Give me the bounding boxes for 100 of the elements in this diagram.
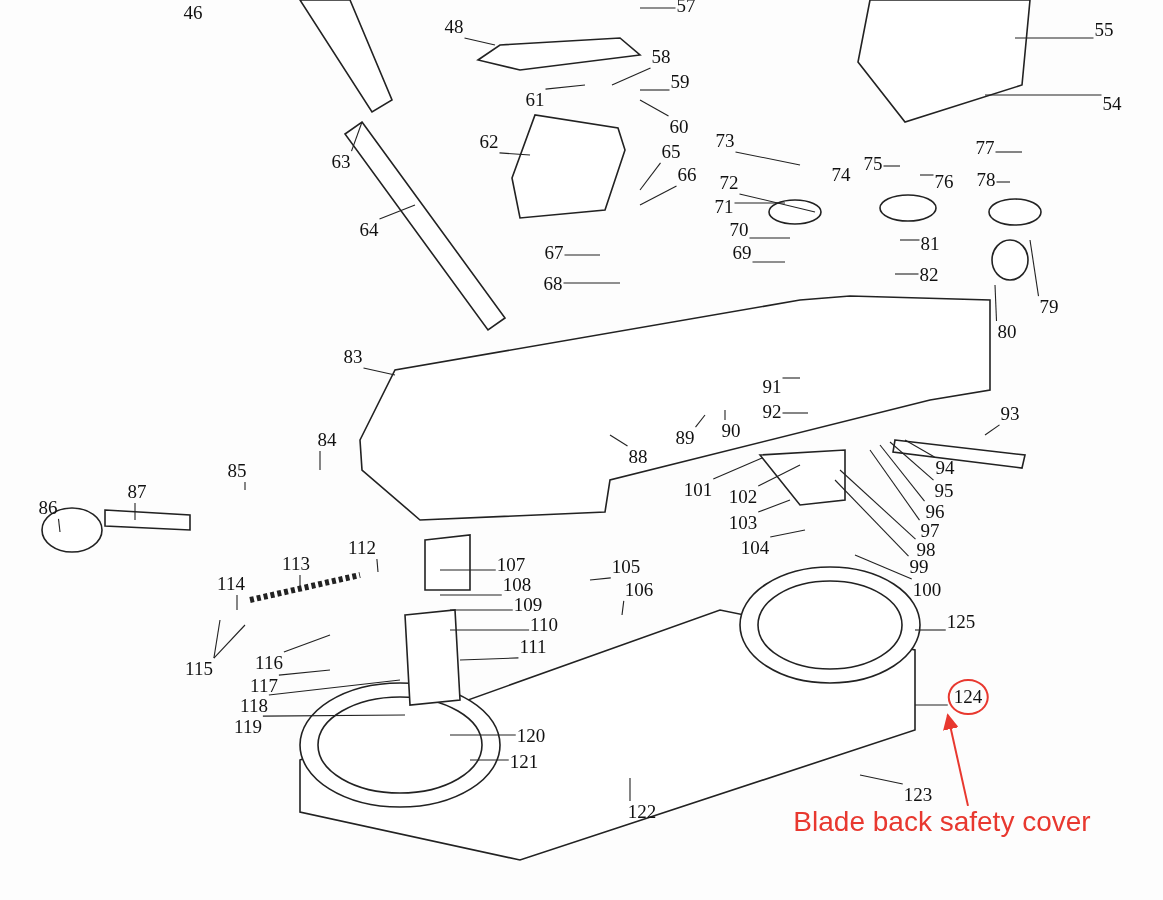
- leader-line: [439, 569, 497, 571]
- callout-number: 113: [281, 553, 311, 575]
- callout-number: 123: [902, 784, 934, 806]
- leader-line: [914, 704, 949, 706]
- leader-line: [639, 99, 670, 117]
- leader-line: [757, 464, 801, 487]
- leader-line: [236, 594, 238, 611]
- callout-number: 96: [924, 501, 946, 523]
- leader-line: [350, 121, 363, 152]
- leader-line: [751, 261, 786, 263]
- callout-number: 77: [974, 137, 996, 159]
- callout-number: 107: [495, 554, 527, 576]
- leader-line: [882, 165, 901, 167]
- leader-line: [724, 409, 726, 421]
- leader-line: [1029, 239, 1040, 297]
- callout-number: 111: [518, 636, 548, 658]
- callout-number: 125: [945, 611, 977, 633]
- callout-number: 46: [182, 2, 204, 24]
- callout-number: 54: [1101, 93, 1123, 115]
- leader-line: [769, 529, 806, 538]
- callout-number: 121: [508, 751, 540, 773]
- callout-number: 63: [330, 151, 352, 173]
- callout-number: 89: [674, 427, 696, 449]
- leader-line: [611, 67, 652, 86]
- leader-line: [919, 174, 935, 176]
- callout-number: 117: [249, 675, 279, 697]
- leader-line: [449, 734, 517, 736]
- callout-number: 119: [233, 716, 263, 738]
- leader-line: [894, 273, 920, 275]
- leader-line: [639, 162, 662, 191]
- leader-line: [984, 94, 1103, 96]
- leader-line: [544, 84, 586, 90]
- callout-number: 108: [501, 574, 533, 596]
- callout-number: 90: [720, 420, 742, 442]
- leader-line: [244, 481, 246, 491]
- callout-number: 71: [713, 196, 735, 218]
- callout-number: 60: [668, 116, 690, 138]
- callout-number: 103: [727, 512, 759, 534]
- callout-number: 67: [543, 242, 565, 264]
- callout-number: 79: [1038, 296, 1060, 318]
- callout-number: 110: [529, 614, 559, 636]
- annotation-text: Blade back safety cover: [792, 805, 1092, 839]
- leader-line: [639, 89, 671, 91]
- callout-number: 78: [975, 169, 997, 191]
- leader-line: [639, 185, 678, 206]
- leader-line: [757, 499, 791, 513]
- callout-number: 100: [911, 579, 943, 601]
- callout-number: 57: [675, 0, 697, 17]
- leader-line: [213, 624, 246, 659]
- leader-line: [376, 558, 379, 573]
- callout-number: 120: [515, 725, 547, 747]
- callout-number: 101: [682, 479, 714, 501]
- leader-line: [213, 619, 221, 659]
- callout-number: 61: [524, 89, 546, 111]
- callout-number: 76: [933, 171, 955, 193]
- leader-line: [449, 609, 514, 611]
- callout-number: 102: [727, 486, 759, 508]
- leader-line: [609, 434, 629, 447]
- callout-number: 83: [342, 346, 364, 368]
- leader-line: [621, 600, 625, 616]
- callout-number: 85: [226, 460, 248, 482]
- leader-line: [378, 204, 416, 220]
- leader-line: [268, 679, 401, 696]
- callout-number: 59: [669, 71, 691, 93]
- callout-number: 48: [443, 16, 465, 38]
- leader-line: [994, 284, 998, 322]
- leader-line: [449, 629, 530, 631]
- callout-number: 106: [623, 579, 655, 601]
- callout-number: 105: [610, 556, 642, 578]
- leader-line: [134, 502, 136, 521]
- leader-line: [562, 282, 621, 284]
- leader-line: [712, 457, 763, 480]
- callout-number: 87: [126, 481, 148, 503]
- callout-number: 84: [316, 429, 338, 451]
- callout-number: 69: [731, 242, 753, 264]
- leader-line: [733, 202, 786, 204]
- leader-line: [498, 152, 531, 156]
- leader-line: [839, 469, 917, 540]
- callout-number: 91: [761, 376, 783, 398]
- leader-line: [283, 634, 331, 653]
- leader-line: [781, 412, 809, 414]
- callout-number: 55: [1093, 19, 1115, 41]
- leader-line: [859, 774, 904, 785]
- leader-line: [262, 714, 406, 717]
- leader-line: [738, 193, 816, 213]
- leader-line: [319, 450, 321, 471]
- callout-number: 62: [478, 131, 500, 153]
- leader-line: [639, 7, 677, 9]
- leader-line: [439, 594, 503, 596]
- callout-number: 70: [728, 219, 750, 241]
- callout-number: 58: [650, 46, 672, 68]
- callout-number: 73: [714, 130, 736, 152]
- leader-line: [734, 151, 801, 166]
- leader-line: [914, 629, 947, 631]
- callout-number: 97: [919, 520, 941, 542]
- callout-number: 88: [627, 446, 649, 468]
- callout-number: 122: [626, 801, 658, 823]
- leader-line: [854, 554, 913, 580]
- leader-line: [463, 37, 496, 46]
- leader-line: [995, 181, 1011, 183]
